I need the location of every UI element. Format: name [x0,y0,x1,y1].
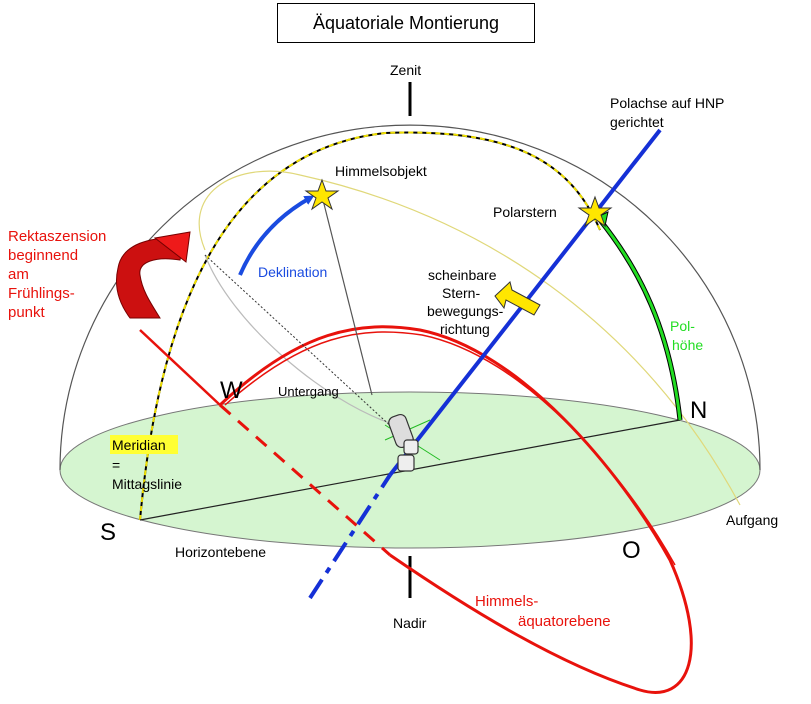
himmels-label-line2: äquatorebene [518,613,611,630]
celestial-dome [59,124,761,471]
himmels-label-line1: Himmels- [475,593,538,610]
west-label: W [220,377,243,404]
scheinbare-label-line3: bewegungs- [427,303,504,319]
aufgang-label: Aufgang [726,512,778,528]
mittagslinie-label: Mittagslinie [112,476,182,492]
polhoehe-arc [598,218,683,421]
south-label: S [100,519,116,546]
scheinbare-label-line1: scheinbare [428,267,497,283]
meridian-highlight [110,435,178,454]
apparent-motion-arrow-icon [494,281,541,316]
nadir-label: Nadir [393,615,427,631]
polarstern-star-icon [577,195,613,228]
scheinbare-label-line4: richtung [440,321,490,337]
dotted-line [204,254,396,431]
rektaszension-label-line1: Rektaszension [8,228,106,245]
declination-arrow [238,195,315,276]
zenit-label: Zenit [390,62,421,78]
himmelsobjekt-label: Himmelsobjekt [335,163,427,179]
north-label: N [690,397,707,424]
east-label: O [622,537,641,564]
rektaszension-label-line3: am [8,266,29,283]
polhoehe-label-line1: Pol- [670,318,695,334]
meridian-label: Meridian [112,437,166,453]
scheinbare-label-line2: Stern- [442,285,480,301]
pointing-line [321,195,373,396]
rektaszension-label-line4: Frühlings- [8,285,75,302]
himmelsobjekt-star-icon [304,178,340,211]
telescope [384,413,441,472]
polachse-label-line1: Polachse auf HNP [610,95,724,111]
deklination-label: Deklination [258,264,327,280]
rektaszension-label-line2: beginnend [8,247,78,264]
equator-dashed [219,403,391,557]
horizontebene-label: Horizontebene [175,544,266,560]
untergang-label: Untergang [278,384,339,399]
polarstern-label: Polarstern [493,204,557,220]
diagram-title: Äquatoriale Montierung [277,3,535,43]
right-ascension-arrow-icon [116,231,191,319]
polar-axis [308,473,392,600]
equals-label: = [112,457,120,473]
star-path-arc [198,170,741,506]
polachse-label-line2: gerichtet [610,114,664,130]
polhoehe-label-line2: höhe [672,337,703,353]
celestial-equator [218,325,693,694]
rektaszension-label-line5: punkt [8,304,46,321]
